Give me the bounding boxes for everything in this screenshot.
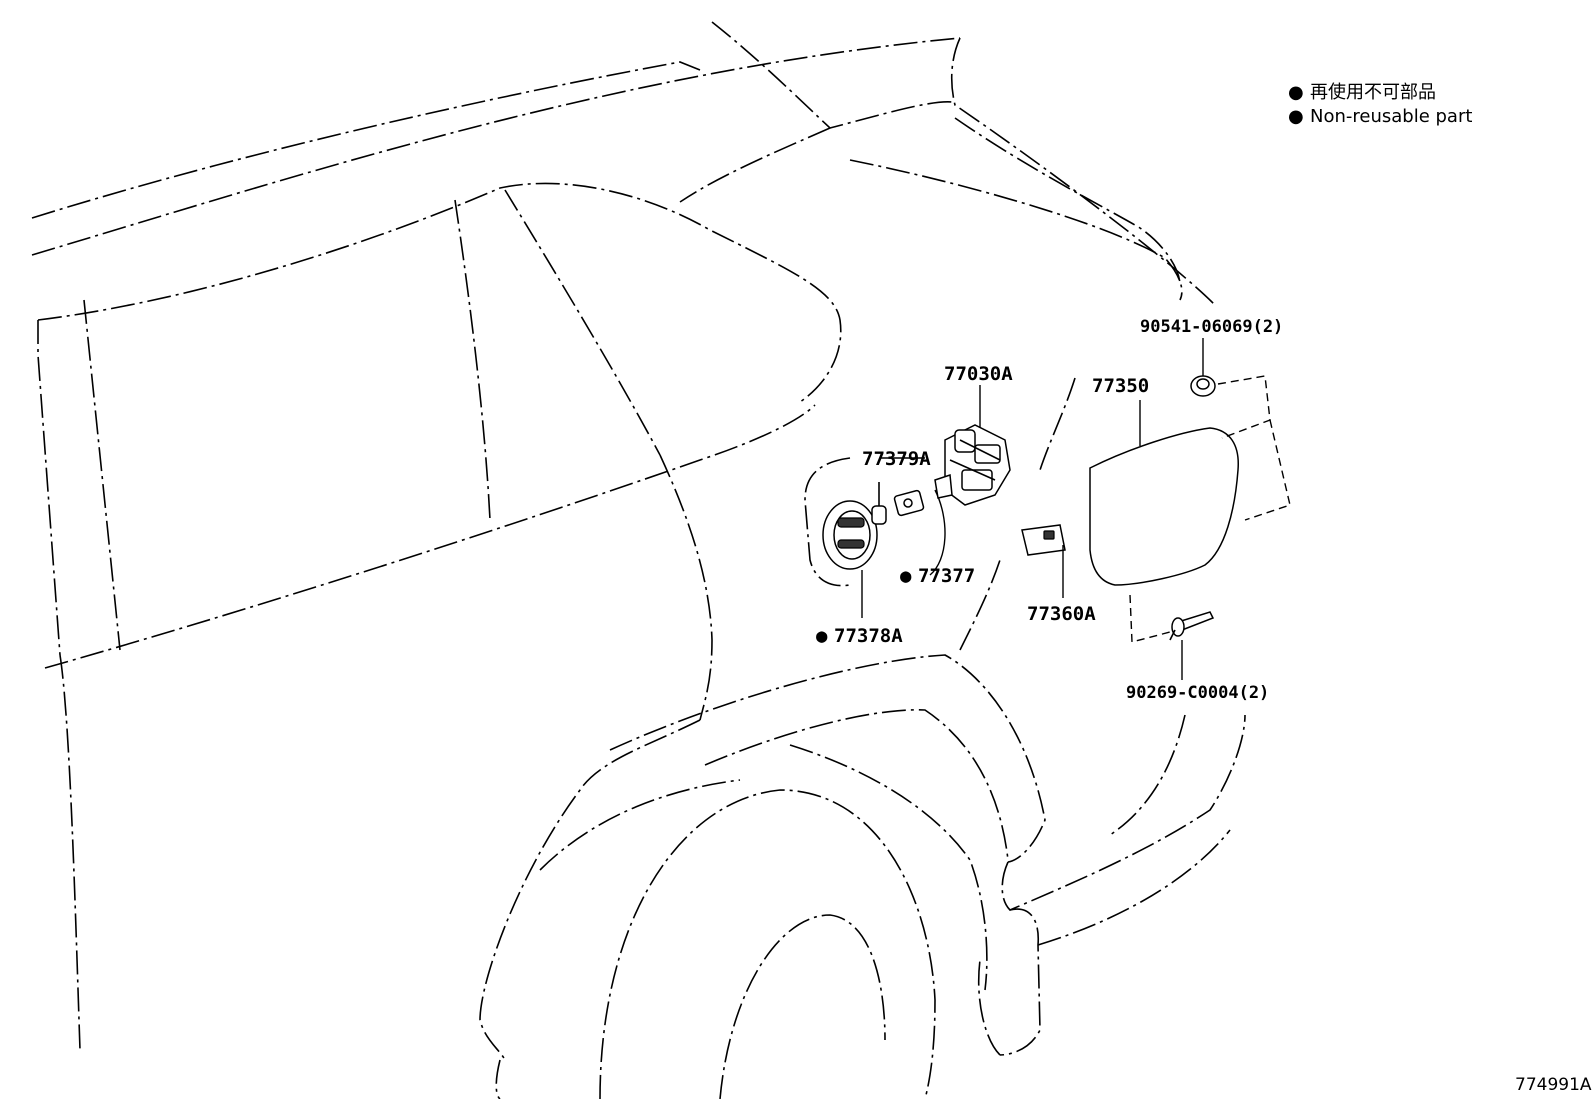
label-77379A: 77379A xyxy=(862,448,931,470)
housing-group-outline xyxy=(804,457,851,587)
fuel-filler-door-part xyxy=(1089,427,1239,586)
screw-install-path xyxy=(1129,594,1171,643)
marker-77377: ● xyxy=(900,565,912,587)
clip-77379A-part xyxy=(871,482,887,525)
vehicle-body-outline xyxy=(31,21,1246,1099)
leader-77377-bracket xyxy=(929,489,946,576)
label-77378A: 77378A xyxy=(834,625,903,647)
label-77030A: 77030A xyxy=(944,363,1013,385)
label-77350: 77350 xyxy=(1092,375,1149,397)
diagram-reference-number: 774991A xyxy=(1515,1075,1592,1095)
label-90269: 90269-C0004(2) xyxy=(1126,683,1269,703)
screw-90269-part xyxy=(1169,611,1215,641)
legend-marker-en: ● xyxy=(1288,106,1304,127)
lid-lock-actuator-part xyxy=(934,424,1011,506)
fuel-inlet-housing-part xyxy=(822,500,878,570)
nut-install-path-2 xyxy=(1244,419,1291,521)
legend-marker-ja: ● xyxy=(1288,82,1304,103)
label-77360A: 77360A xyxy=(1027,603,1096,625)
nut-90541-part xyxy=(1190,375,1216,397)
label-90541: 90541-06069(2) xyxy=(1140,317,1283,337)
marker-77378A: ● xyxy=(816,625,828,647)
legend-label-en: Non-reusable part xyxy=(1310,106,1472,127)
legend-label-ja: 再使用不可部品 xyxy=(1310,82,1436,103)
label-77377: 77377 xyxy=(918,565,975,587)
packing-77377-part xyxy=(893,489,925,517)
nut-install-path xyxy=(1217,375,1271,439)
caution-label-part xyxy=(1021,524,1066,556)
legend: ● 再使用不可部品 ● Non-reusable part xyxy=(1288,82,1472,127)
